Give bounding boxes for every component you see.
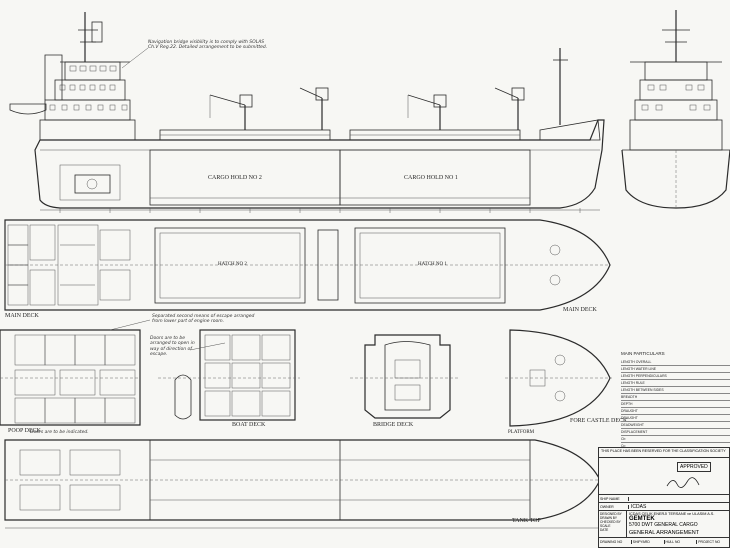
particulars-row: LENGTH WATER LINE: [621, 366, 730, 373]
crane-fwd: [407, 87, 525, 130]
particulars-row-label: DEPTH: [621, 401, 633, 406]
hatch-1-label: HATCH NO 1: [418, 262, 447, 267]
designer-name: GEMTEK: [629, 516, 655, 522]
particulars-row-label: Cp: [621, 443, 626, 448]
class-society-box: APPROVED: [599, 458, 729, 495]
class-society-heading: THIS PLACE HAS BEEN RESERVED FOR THE CLA…: [599, 448, 729, 458]
particulars-row-label: LENGTH PERPENDICULARS: [621, 373, 667, 378]
main-deck-plan: [4, 219, 611, 311]
crane-aft: [209, 87, 329, 130]
checked-by-label: CHECKED BY: [600, 520, 621, 524]
bridge-visibility-note: Navigation bridge visibility is to compl…: [148, 40, 268, 51]
poop-deck-plan: [0, 329, 141, 426]
approval-stamp: APPROVED: [677, 462, 711, 472]
signature: [666, 477, 700, 488]
forecastle-deck-plan: [505, 329, 612, 427]
particulars-row: BREADTH: [621, 394, 730, 401]
drawn-by-label: DRAWN BY: [600, 516, 618, 520]
particulars-row: DRAUGHT: [621, 408, 730, 415]
particulars-row-label: LENGTH BETWEEN SIDES: [621, 387, 664, 392]
fore-castle-deck-label: FORE CASTLE DECK: [570, 418, 628, 424]
particulars-row: LENGTH PERPENDICULARS: [621, 373, 730, 380]
bridge-deck-plan: [350, 334, 460, 419]
main-particulars-table: MAIN PARTICULARS LENGTH OVERALL LENGTH WA…: [621, 351, 730, 471]
particulars-row: DEADWEIGHT: [621, 422, 730, 429]
particulars-row-label: Cb: [621, 436, 626, 441]
hatch-2-label: HATCH NO 2: [218, 262, 247, 267]
particulars-row-label: DISPLACEMENT: [621, 429, 648, 434]
drawing-title: GENERAL ARRANGEMENT: [629, 530, 700, 536]
particulars-row: Cb: [621, 436, 730, 443]
owner-value: ICDAS: [631, 503, 647, 510]
owner-full: ICDAS CELIK ENERJI TERSANE ve ULASIM A.S…: [629, 512, 715, 516]
date-label: DATE: [600, 528, 609, 532]
particulars-row: LENGTH OVERALL: [621, 359, 730, 366]
ship-type: 5700 DWT GENERAL CARGO: [629, 522, 698, 528]
particulars-row-label: DRAUGHT: [621, 415, 638, 420]
particulars-row: DRAUGHT: [621, 415, 730, 422]
particulars-row: LENGTH RULE: [621, 380, 730, 387]
cargo-hold-2-label: CARGO HOLD NO 2: [208, 175, 262, 181]
main-deck-label-right: MAIN DECK: [563, 307, 597, 313]
boat-door-note: Doors are to be arranged to open in way …: [150, 336, 195, 358]
poop-deck-label: POOP DECK: [8, 428, 41, 434]
project-no-label: PROJECT NO: [698, 539, 721, 544]
particulars-row: LENGTH BETWEEN SIDES: [621, 387, 730, 394]
engine-room-escape-note: Separated second means of escape arrange…: [152, 314, 255, 325]
platform-label: PLATFORM: [508, 430, 535, 435]
hull-no-label: HULL NO: [665, 539, 698, 544]
scale-label: SCALE: [600, 524, 611, 528]
front-view: [621, 10, 730, 209]
particulars-title: MAIN PARTICULARS: [621, 351, 665, 356]
drawing-no-label: DRAWING NO: [599, 539, 632, 544]
particulars-row-label: LENGTH OVERALL: [621, 359, 652, 364]
tank-top-plan: [4, 439, 601, 529]
particulars-row-label: DRAUGHT: [621, 408, 638, 413]
boat-deck-label: BOAT DECK: [232, 422, 266, 428]
particulars-row-label: LENGTH RULE: [621, 380, 645, 385]
profile-view: [9, 12, 605, 213]
particulars-row-label: DEADWEIGHT: [621, 422, 644, 427]
bridge-deck-label: BRIDGE DECK: [373, 422, 414, 428]
particulars-row-label: BREADTH: [621, 394, 638, 399]
particulars-row: DISPLACEMENT: [621, 429, 730, 436]
title-block: THIS PLACE HAS BEEN RESERVED FOR THE CLA…: [598, 447, 730, 548]
particulars-row: DEPTH: [621, 401, 730, 408]
owner-label: OWNER: [599, 504, 629, 509]
shipyard-label: SHIPYARD: [632, 539, 665, 544]
ship-name-label: SHIP NAME: [599, 496, 629, 501]
tank-top-label: TANK TOP: [512, 518, 541, 524]
designed-by-label: DESIGNED BY: [600, 512, 622, 516]
boat-deck-plan: [158, 329, 300, 421]
door-note: Doors are to be indicated.: [30, 430, 89, 435]
main-deck-label-left: MAIN DECK: [5, 313, 39, 319]
particulars-row-label: LENGTH WATER LINE: [621, 366, 657, 371]
cargo-hold-1-label: CARGO HOLD NO 1: [404, 175, 458, 181]
